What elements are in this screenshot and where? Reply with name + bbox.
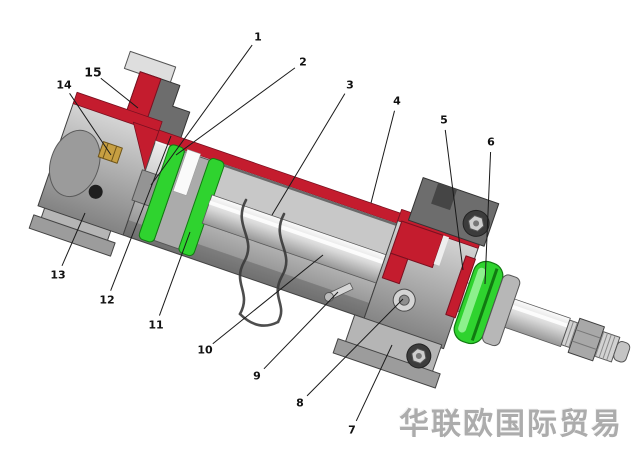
rear-cap-pin [88,184,103,199]
piston [138,144,225,257]
nut-facets [571,329,601,350]
leader-line-10 [212,254,324,345]
cushion-screw-center [398,294,410,306]
leader-line-14 [69,93,112,156]
part-label-15: 15 [84,65,101,80]
part-label-1: 1 [254,31,262,44]
rod-end-nut [567,317,605,362]
part-label-3: 3 [346,79,354,92]
bearing-retainer-ring [482,274,521,347]
bleed-screw-head [324,292,334,302]
part-label-14: 14 [56,79,72,92]
part-label-6: 6 [487,136,495,149]
rod-bearing-highlight [458,267,486,333]
bore-interior [211,163,397,256]
retaining-springs [238,198,288,327]
leader-line-11 [158,231,191,316]
front-cap-seal-white [433,235,450,266]
foot-bolt-center [415,352,422,359]
leader-line-6 [484,151,492,285]
spring-wire-left [238,198,250,316]
spring-wire-right [276,212,288,324]
part-label-8: 8 [296,397,304,410]
bracket-bolt-center [473,220,480,227]
cylinder-assembly [28,50,631,389]
front-mount-bracket [407,177,500,247]
front-bracket-slot [431,182,458,211]
leader-line-7 [355,344,393,422]
piston-wear-ring [172,149,201,196]
rear-cap-boss [49,129,101,198]
part-label-12: 12 [99,294,114,307]
front-foot [332,314,443,389]
rod-bearing-groove [470,268,499,341]
rod-tip [613,341,631,363]
leader-line-2 [175,67,296,156]
front-rod-bearing [453,260,504,345]
piston-seal-rear [138,144,185,243]
leader-line-8 [306,298,404,397]
part-label-7: 7 [348,424,356,437]
rod-threaded-end [560,317,631,363]
leader-line-3 [271,93,346,216]
leader-line-12 [110,135,172,291]
rear-end-cap [37,91,163,236]
leader-line-4 [370,110,396,204]
part-label-13: 13 [50,269,65,282]
spring-wire-loop [238,312,280,327]
part-label-10: 10 [197,344,213,357]
part-label-2: 2 [299,56,307,69]
part-label-11: 11 [148,319,163,332]
bore-edge-line [221,163,397,226]
leader-line-13 [61,212,86,267]
brass-grooves [102,143,118,162]
rear-cap-section-red [72,91,163,134]
part-label-5: 5 [440,114,448,127]
front-foot-flange [332,338,441,389]
cushion-seal-red-ring [445,255,476,319]
part-label-4: 4 [393,95,401,108]
leader-line-5 [444,129,464,271]
leader-line-9 [263,291,339,370]
part-label-9: 9 [253,370,261,383]
leader-line-15 [100,77,139,109]
front-cap-section-red-step [381,252,409,285]
leader-line-1 [150,44,253,186]
watermark: 华联欧国际贸易 [399,407,623,442]
